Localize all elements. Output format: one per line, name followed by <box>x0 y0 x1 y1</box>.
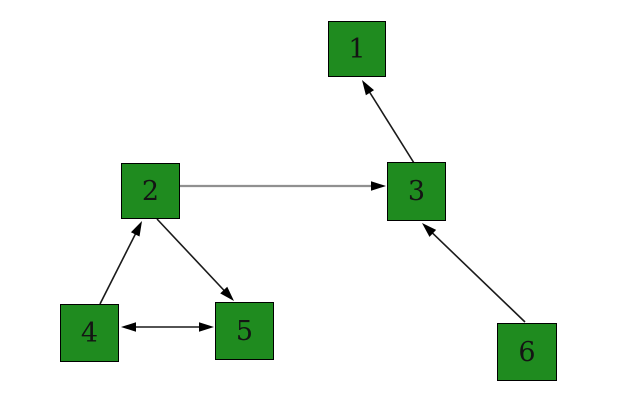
arrowhead <box>371 181 386 191</box>
arrowhead <box>422 223 437 237</box>
graph-node-4: 4 <box>60 304 119 362</box>
node-label: 4 <box>80 317 99 349</box>
edge-4-2 <box>99 227 139 305</box>
node-label: 1 <box>348 33 366 65</box>
node-label: 5 <box>235 315 254 347</box>
node-label: 6 <box>518 336 536 368</box>
arrowhead <box>199 322 214 332</box>
graph-node-6: 6 <box>497 323 557 381</box>
graph-node-3: 3 <box>387 162 446 221</box>
edge-6-3 <box>427 228 526 323</box>
arrowhead <box>220 286 234 301</box>
graph-node-2: 2 <box>121 163 180 219</box>
edge-3-1 <box>365 86 415 164</box>
arrowhead <box>362 80 375 96</box>
graph-node-1: 1 <box>328 21 386 77</box>
graph-node-5: 5 <box>215 302 274 360</box>
node-label: 3 <box>407 176 426 207</box>
node-label: 2 <box>141 175 160 207</box>
arrowhead <box>121 322 136 332</box>
edge-2-5 <box>156 218 229 296</box>
arrowhead <box>130 221 142 237</box>
